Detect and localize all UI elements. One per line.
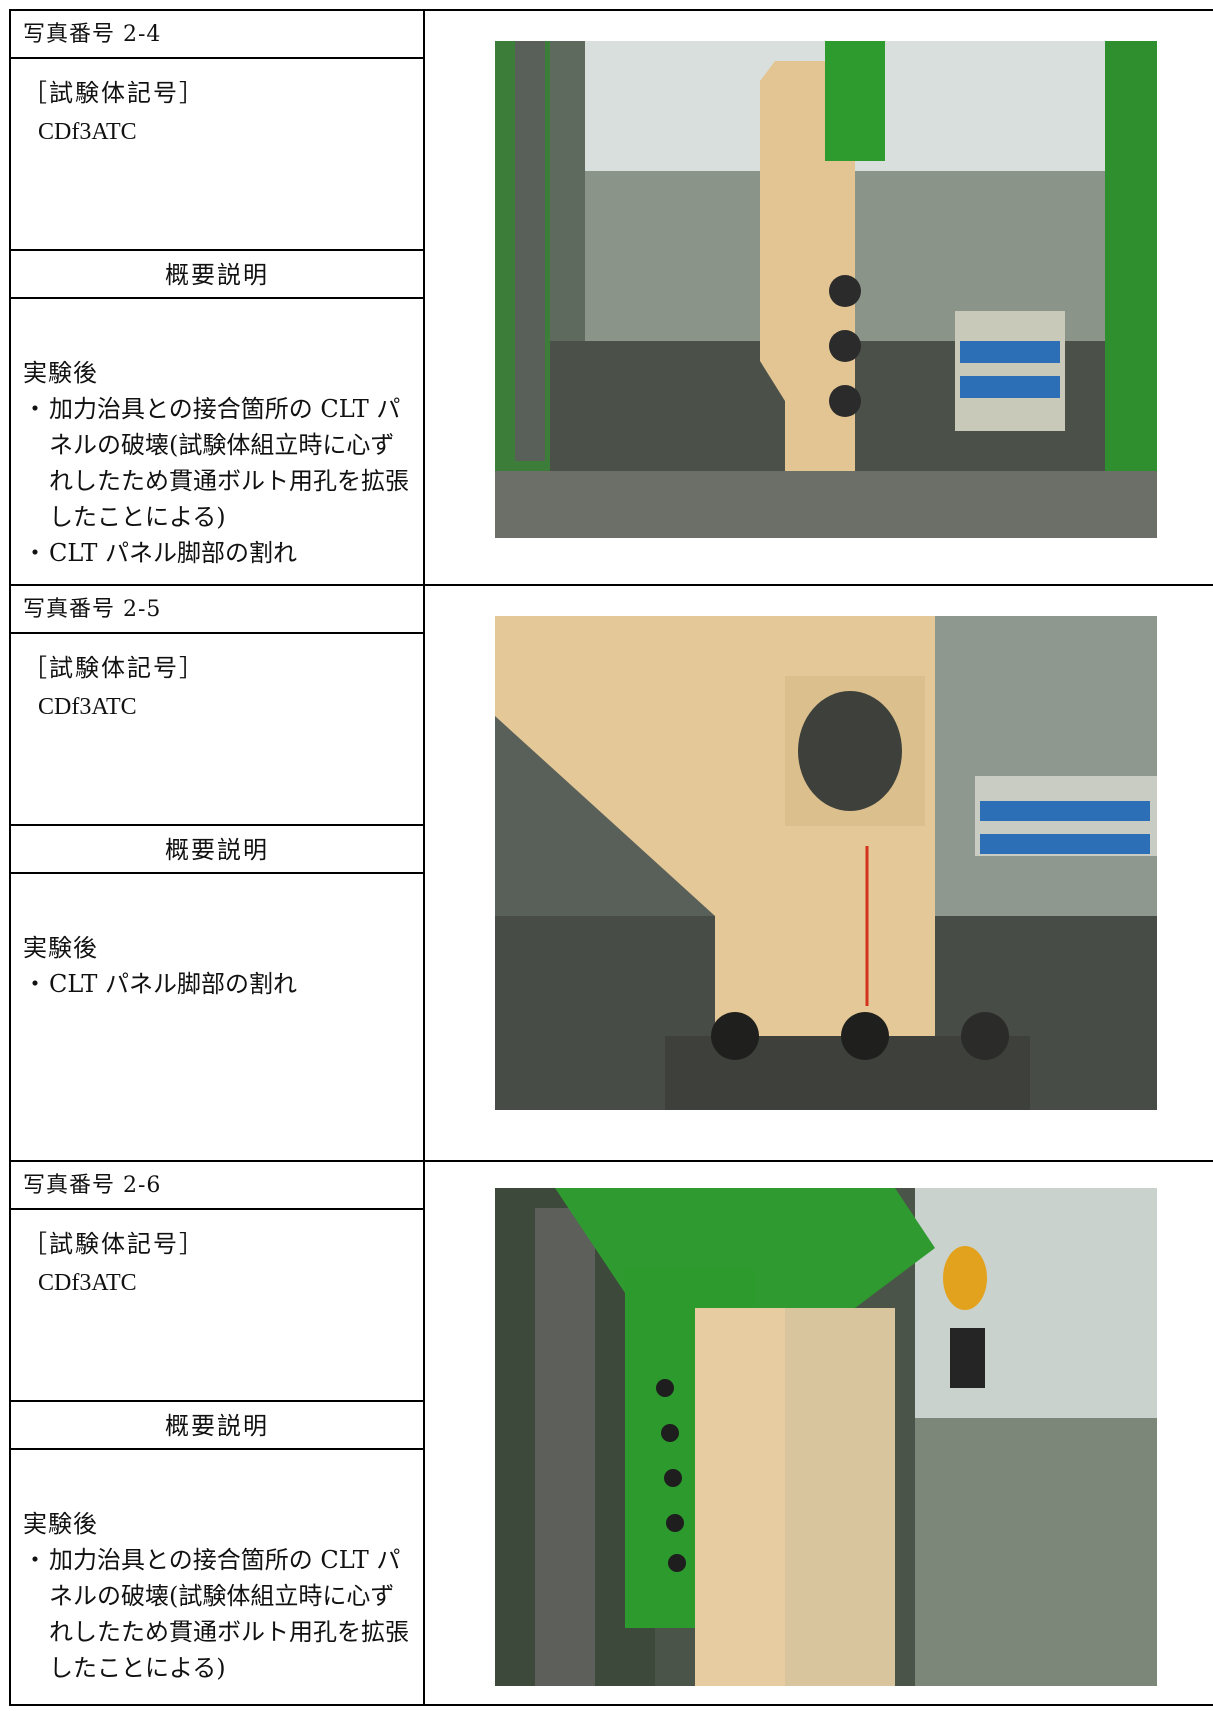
- entry-info-column: 写真番号 2-5 ［試験体記号］ CDf3ATC 概要説明 実験後 ・ CLT …: [9, 586, 425, 1160]
- photo-entry: 写真番号 2-5 ［試験体記号］ CDf3ATC 概要説明 実験後 ・ CLT …: [9, 584, 1213, 1160]
- summary-heading: 概要説明: [11, 251, 423, 299]
- specimen-label: ［試験体記号］: [23, 79, 205, 107]
- description-title: 実験後: [23, 934, 98, 962]
- entry-info-column: 写真番号 2-4 ［試験体記号］ CDf3ATC 概要説明 実験後 ・ 加力治具…: [9, 11, 425, 584]
- specimen-section: ［試験体記号］ CDf3ATC: [11, 634, 423, 826]
- description-title: 実験後: [23, 1510, 98, 1538]
- summary-heading: 概要説明: [11, 826, 423, 874]
- description-bullet: ・ CLT パネル脚部の割れ: [23, 966, 411, 1002]
- photo-cell: [425, 1162, 1213, 1704]
- test-photo: [495, 41, 1157, 538]
- test-photo: [495, 1188, 1157, 1686]
- photo-entry: 写真番号 2-6 ［試験体記号］ CDf3ATC 概要説明 実験後 ・ 加力治具…: [9, 1160, 1213, 1706]
- description-title: 実験後: [23, 359, 98, 387]
- description-bullet: ・ 加力治具との接合箇所の CLT パネルの破壊(試験体組立時に心ずれしたため貫…: [23, 391, 411, 535]
- bullet-mark: ・: [23, 395, 47, 423]
- summary-heading: 概要説明: [11, 1402, 423, 1450]
- photo-number: 写真番号 2-5: [11, 586, 423, 634]
- test-photo-image: [495, 1188, 1157, 1686]
- photo-record-sheet: 写真番号 2-4 ［試験体記号］ CDf3ATC 概要説明 実験後 ・ 加力治具…: [9, 9, 1213, 1706]
- specimen-value: CDf3ATC: [38, 1270, 137, 1296]
- photo-cell: [425, 11, 1213, 584]
- bullet-mark: ・: [23, 1546, 47, 1574]
- description: 実験後 ・ 加力治具との接合箇所の CLT パネルの破壊(試験体組立時に心ずれし…: [11, 1450, 423, 1704]
- photo-cell: [425, 586, 1213, 1160]
- specimen-section: ［試験体記号］ CDf3ATC: [11, 59, 423, 251]
- description: 実験後 ・ CLT パネル脚部の割れ: [11, 874, 423, 1160]
- bullet-text: 加力治具との接合箇所の CLT パネルの破壊(試験体組立時に心ずれしたため貫通ボ…: [49, 1546, 409, 1682]
- specimen-value: CDf3ATC: [38, 119, 137, 145]
- specimen-value: CDf3ATC: [38, 694, 137, 720]
- bullet-mark: ・: [23, 970, 47, 998]
- specimen-label: ［試験体記号］: [23, 1230, 205, 1258]
- photo-number: 写真番号 2-6: [11, 1162, 423, 1210]
- bullet-mark: ・: [23, 539, 47, 567]
- bullet-text: CLT パネル脚部の割れ: [49, 539, 297, 567]
- bullet-text: 加力治具との接合箇所の CLT パネルの破壊(試験体組立時に心ずれしたため貫通ボ…: [49, 395, 409, 531]
- test-photo: [495, 616, 1157, 1110]
- description-bullet: ・ 加力治具との接合箇所の CLT パネルの破壊(試験体組立時に心ずれしたため貫…: [23, 1542, 411, 1686]
- photo-entry: 写真番号 2-4 ［試験体記号］ CDf3ATC 概要説明 実験後 ・ 加力治具…: [9, 9, 1213, 584]
- description-bullet: ・ CLT パネル脚部の割れ: [23, 535, 411, 571]
- photo-number: 写真番号 2-4: [11, 11, 423, 59]
- specimen-label: ［試験体記号］: [23, 654, 205, 682]
- test-photo-image: [495, 616, 1157, 1110]
- description: 実験後 ・ 加力治具との接合箇所の CLT パネルの破壊(試験体組立時に心ずれし…: [11, 299, 423, 584]
- entry-info-column: 写真番号 2-6 ［試験体記号］ CDf3ATC 概要説明 実験後 ・ 加力治具…: [9, 1162, 425, 1704]
- bullet-text: CLT パネル脚部の割れ: [49, 970, 297, 998]
- specimen-section: ［試験体記号］ CDf3ATC: [11, 1210, 423, 1402]
- test-photo-image: [495, 41, 1157, 538]
